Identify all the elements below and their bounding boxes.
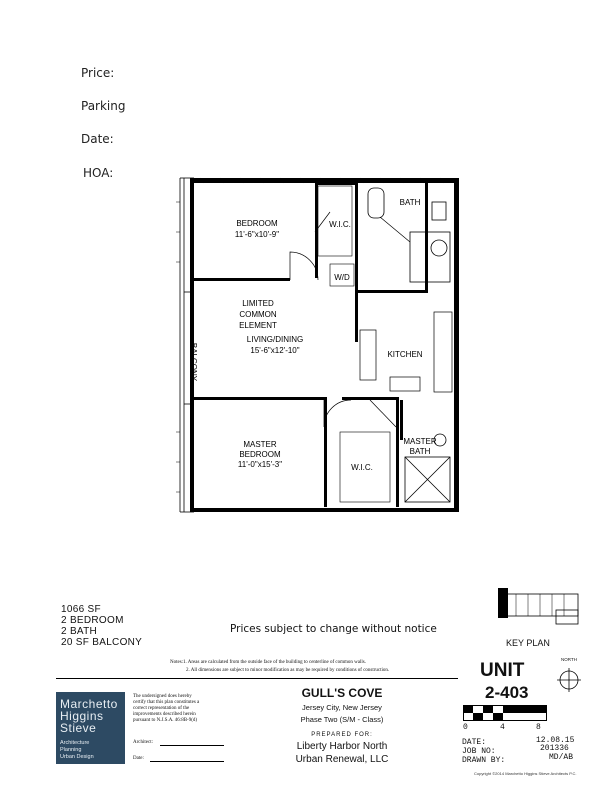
project-location: Jersey City, New Jersey: [302, 703, 382, 712]
interior-walls: [194, 182, 428, 507]
cert-date-label: Date:: [133, 756, 144, 761]
scale-seg-5: [503, 705, 547, 713]
architect-logo: Marchetto Higgins Stieve Architecture Pl…: [56, 692, 125, 764]
notes-line-1: Notes:1. Areas are calculated from the o…: [170, 660, 366, 665]
scale-tick-4: 4: [500, 723, 505, 732]
key-plan-diagram: [498, 588, 579, 625]
prepared-for-label: PREPARED FOR:: [311, 732, 373, 738]
exterior-wall-right: [454, 178, 459, 512]
parking-label: Parking: [81, 99, 126, 113]
unit-number: 2-403: [485, 683, 529, 702]
exterior-wall-top: [190, 178, 458, 183]
north-arrow-icon: [557, 668, 581, 692]
scale-seg-1: [463, 705, 473, 713]
drawn-by-value: MD/AB: [549, 753, 574, 762]
cert-date-line: [150, 761, 224, 762]
scale-tick-8: 8: [536, 723, 541, 732]
logo-sub-3: Urban Design: [60, 754, 94, 760]
limited-common-label-2: COMMON: [239, 310, 277, 319]
bedroom-label: BEDROOM: [236, 219, 278, 228]
client-name-2: Urban Renewal, LLC: [295, 754, 389, 765]
key-plan-block-main: [503, 593, 579, 617]
master-bedroom-dims: 11'-0"x15'-3": [238, 460, 282, 469]
bath-fixtures: [367, 187, 451, 503]
scale-seg-2: [473, 713, 483, 721]
scale-seg-4: [493, 713, 503, 721]
unit-label: UNIT: [480, 660, 525, 681]
bath-label: BATH: [400, 198, 421, 207]
limited-common-label-3: ELEMENT: [239, 321, 277, 330]
notes-line-2: 2. All dimensions are subject to minor m…: [186, 668, 390, 673]
unit-stats: 1066 SF 2 BEDROOM 2 BATH 20 SF BALCONY: [61, 604, 142, 648]
bedroom-stat: 2 BEDROOM: [61, 615, 124, 626]
wd-label: W/D: [334, 273, 350, 282]
architect-signature-label: Architect:: [133, 740, 153, 745]
scale-bar: [463, 705, 547, 721]
copyright: Copyright ©2014 Marchetto Higgins Stieve…: [474, 771, 577, 776]
key-plan-label: KEY PLAN: [506, 638, 550, 648]
cert-line-2: certify that this plan constitutes a: [133, 700, 200, 705]
job-number-value: 201336: [540, 744, 569, 753]
logo-name-3: Stieve: [60, 721, 97, 735]
exterior-wall-bottom: [190, 508, 459, 512]
master-bath-label-2: BATH: [410, 447, 431, 456]
key-plan-grid: [515, 594, 565, 616]
notes-divider: [56, 678, 458, 679]
price-notice: Prices subject to change without notice: [230, 623, 437, 635]
logo-name-2: Higgins: [60, 709, 104, 723]
cert-line-1: The undersigned does hereby: [133, 694, 192, 699]
price-label: Price:: [81, 66, 115, 80]
key-plan-block-left: [498, 588, 508, 618]
north-label: NORTH: [561, 657, 577, 662]
master-bedroom-label-2: BEDROOM: [239, 450, 281, 459]
project-name: GULL'S COVE: [301, 686, 383, 700]
living-label: LIVING/DINING: [247, 335, 303, 344]
scale-seg-3: [483, 705, 493, 713]
exterior-wall-left: [190, 178, 194, 512]
client-name-1: Liberty Harbor North: [296, 741, 388, 752]
window-ticks: [176, 201, 180, 493]
wic-top-label: W.I.C.: [329, 220, 351, 229]
logo-name-1: Marchetto: [60, 697, 118, 711]
architect-signature-line: [160, 745, 224, 746]
door-swings: [289, 211, 411, 428]
logo-sub-2: Planning: [60, 747, 82, 753]
master-bedroom-label-1: MASTER: [243, 440, 277, 449]
floor-plan: BEDROOM 11'-6"x10'-9" W.I.C. BATH W/D LI…: [176, 177, 459, 513]
certification-text: The undersigned does hereby certify that…: [133, 694, 199, 724]
drawing-date-value: 12.08.15: [536, 736, 575, 745]
balcony-label: BALCONY: [189, 343, 198, 382]
wic-bottom-label: W.I.C.: [351, 463, 373, 472]
cert-line-5: pursuant to N.J.S.A. 46:8B-9(d): [133, 718, 198, 723]
bath-stat: 2 BATH: [61, 626, 98, 637]
key-plan-block-right: [555, 609, 579, 625]
limited-common-label-1: LIMITED: [242, 299, 274, 308]
balcony-stat: 20 SF BALCONY: [61, 637, 143, 648]
cert-line-3: correct representation of the: [133, 706, 190, 711]
drawing-date-label: DATE:: [462, 738, 487, 747]
wall-hatching: [199, 177, 445, 184]
master-bath-label-1: MASTER: [403, 437, 437, 446]
bedroom-dims: 11'-6"x10'-9": [235, 230, 279, 239]
area-stat: 1066 SF: [61, 604, 101, 615]
cert-line-4: improvements described herein: [133, 712, 196, 717]
kitchen-counters: [359, 311, 453, 393]
hoa-label: HOA:: [83, 166, 114, 180]
date-label: Date:: [81, 132, 114, 146]
kitchen-label: KITCHEN: [387, 350, 422, 359]
living-dims: 15'-6"x12'-10": [250, 346, 299, 355]
scale-tick-0: 0: [463, 723, 468, 732]
project-phase: Phase Two (S/M - Class): [300, 715, 384, 724]
closets: [317, 185, 391, 503]
logo-sub-1: Architecture: [60, 740, 90, 746]
balcony-rail: [179, 177, 194, 513]
drawn-by-label: DRAWN BY:: [462, 756, 506, 765]
job-number-label: JOB NO:: [462, 747, 496, 756]
